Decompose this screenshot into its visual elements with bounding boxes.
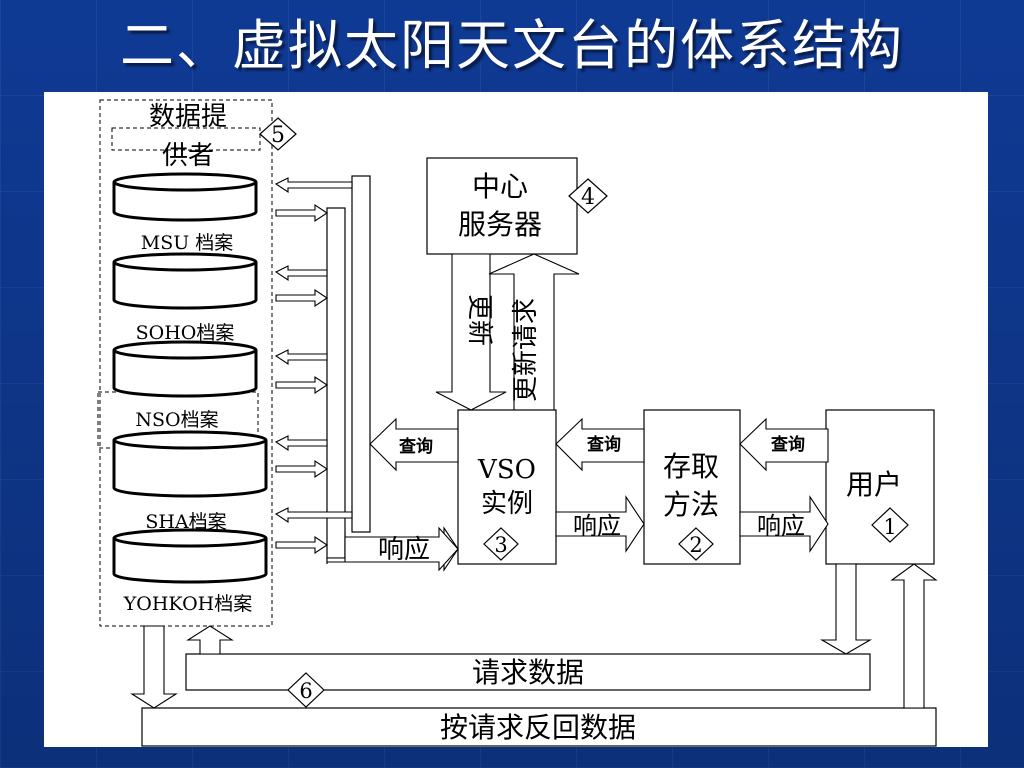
right-arrow [275, 203, 328, 223]
user-request-down-arrow [819, 563, 873, 655]
number-1-label: 1 [883, 515, 896, 539]
yohkoh-cylinder-top [112, 528, 268, 548]
bottom-loop: 请求数据 按请求反回数据 6 [130, 563, 938, 747]
archive-soho: SOHO档案 [112, 252, 258, 344]
central-server-label-line1: 中心 [472, 170, 528, 203]
number-6-diamond [287, 672, 325, 708]
number-6-label: 6 [299, 679, 312, 703]
return-data-label: 按请求反回数据 [440, 711, 636, 744]
number-4-label: 4 [581, 185, 595, 210]
sha-cylinder-top [112, 430, 268, 450]
msu-cylinder-top [112, 172, 258, 192]
number-4-diamond [568, 178, 608, 214]
bus-bars [326, 175, 371, 559]
central-server-box [426, 157, 578, 255]
right-arrow [275, 535, 328, 555]
user-group: 用户 1 [825, 409, 935, 565]
number-5-diamond [259, 117, 297, 151]
archive-sha: SHA档案 [112, 430, 268, 533]
vso-label-line2: 实例 [481, 489, 533, 519]
data-provider-group: 数据提 供者 5 [99, 99, 297, 627]
vso-query-label: 查询 [398, 436, 433, 457]
nso-cylinder-top [112, 340, 258, 360]
user-response-arrow [739, 495, 829, 553]
soho-cylinder-top [112, 252, 258, 272]
provider-label-dashed-box [111, 127, 261, 151]
number-3-label: 3 [494, 533, 507, 557]
yohkoh-archive-label: YOHKOH档案 [123, 593, 253, 615]
nso-archive-label: NSO档案 [135, 409, 218, 431]
access-method-label-line1: 存取 [663, 450, 719, 483]
outer-bus-bar [351, 175, 371, 533]
left-arrow [274, 265, 328, 282]
inner-bus-bar [326, 207, 346, 559]
yohkoh-cylinder-body [112, 538, 268, 584]
right-arrow [275, 288, 328, 308]
sha-archive-label: SHA档案 [145, 511, 226, 533]
provider-to-return-down-arrow [130, 625, 178, 709]
access-method-label-line2: 方法 [663, 488, 719, 521]
diagram-panel: .ln { stroke:#000; stroke-width:1.2; fil… [44, 92, 988, 747]
archive-msu: MSU 档案 [112, 172, 258, 254]
access-query-arrow [555, 417, 645, 472]
archive-bus-arrows [274, 177, 353, 555]
vso-response-arrow-body [344, 526, 459, 572]
user-query-label: 查询 [770, 434, 805, 455]
access-query-label: 查询 [586, 434, 621, 455]
architecture-diagram: .ln { stroke:#000; stroke-width:1.2; fil… [97, 99, 938, 747]
archive-yohkoh: YOHKOH档案 [112, 528, 268, 615]
return-to-user-up-arrow [890, 563, 938, 709]
soho-cylinder-body [112, 262, 258, 310]
provider-label-line2: 供者 [162, 141, 214, 171]
number-2-diamond [678, 527, 714, 561]
msu-archive-label: MSU 档案 [141, 232, 234, 254]
right-arrow [275, 375, 328, 395]
central-server-group: 中心 服务器 4 [426, 157, 608, 255]
vso-query-arrow [369, 417, 459, 472]
number-5-label: 5 [271, 123, 285, 148]
update-request-arrow [488, 253, 580, 411]
vso-instance-group: VSO 实例 3 [457, 409, 557, 565]
user-response-label: 响应 [757, 512, 805, 540]
vso-label-line1: VSO [477, 455, 536, 485]
vso-response-label: 响应 [378, 535, 430, 565]
left-arrow [274, 435, 328, 452]
slide-title: 二、虚拟太阳天文台的体系结构 [120, 14, 904, 77]
nso-cylinder-body [112, 350, 258, 398]
request-to-provider-up-arrow [186, 625, 234, 655]
archive-nso: NSO档案 [97, 340, 259, 449]
number-1-diamond [871, 507, 909, 543]
update-label: 更新 [464, 294, 494, 346]
sha-cylinder-body [112, 440, 268, 498]
update-arrow [435, 253, 507, 411]
request-data-label: 请求数据 [472, 656, 584, 689]
user-query-arrow [739, 417, 829, 472]
access-response-arrow [555, 495, 645, 553]
user-box [825, 409, 935, 565]
access-method-group: 存取 方法 2 [643, 409, 741, 565]
user-label: 用户 [846, 468, 902, 501]
left-arrow [274, 349, 328, 366]
soho-archive-label: SOHO档案 [136, 322, 235, 344]
update-request-label: 更新请求 [511, 298, 541, 402]
right-arrow [275, 459, 328, 479]
provider-label-line1: 数据提 [149, 102, 227, 132]
return-data-bar [141, 707, 937, 747]
central-server-label-line2: 服务器 [458, 208, 542, 241]
left-arrow [274, 507, 353, 524]
left-arrow [274, 177, 353, 194]
msu-cylinder-body [112, 182, 258, 222]
access-response-label: 响应 [573, 512, 621, 540]
number-2-label: 2 [689, 533, 702, 557]
number-3-diamond [483, 527, 519, 561]
provider-dashed-border [99, 99, 273, 627]
